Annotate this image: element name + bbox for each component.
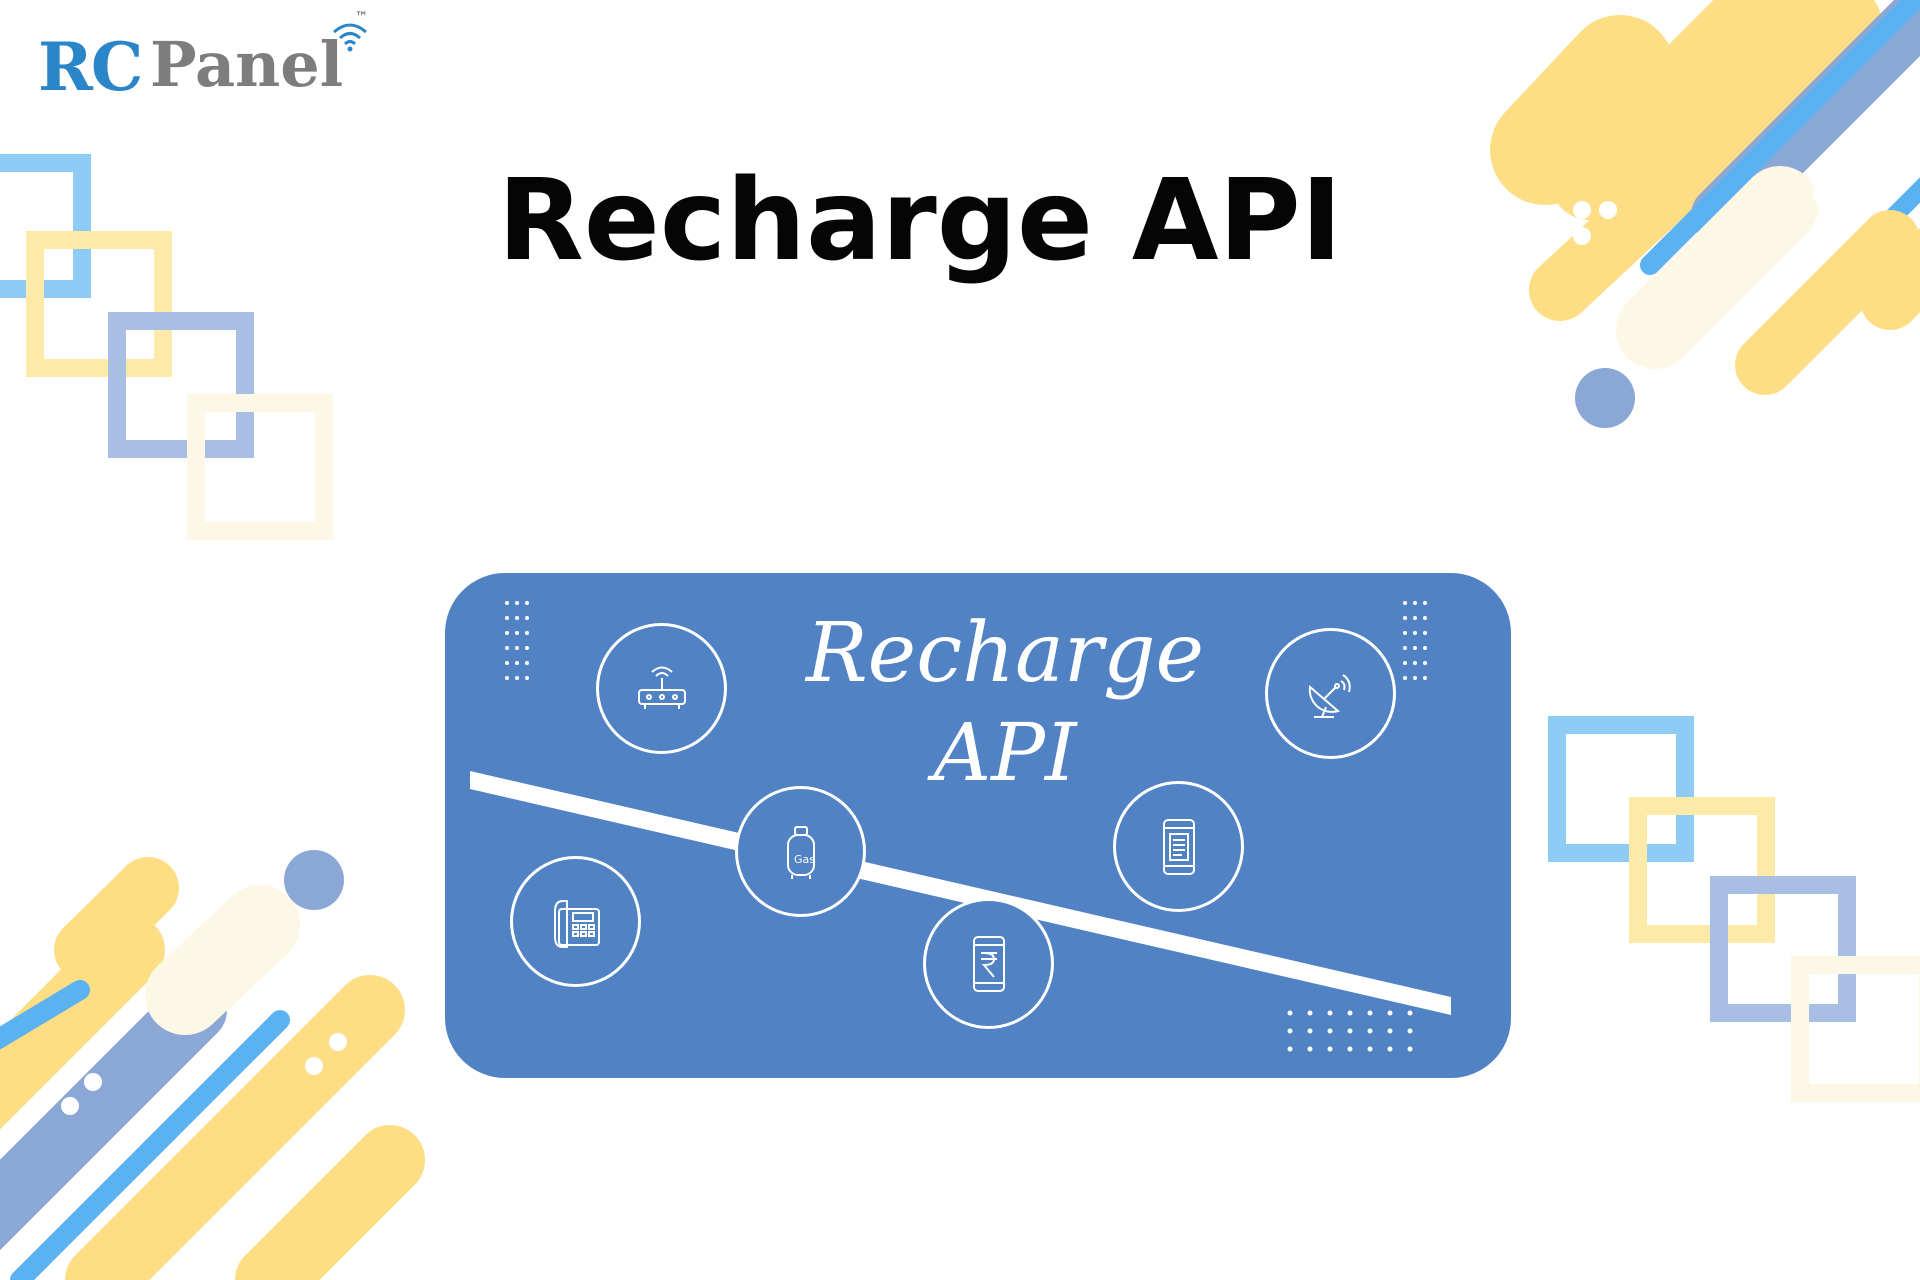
squares-right-decor bbox=[1548, 716, 1920, 1102]
service-landline[interactable] bbox=[510, 856, 641, 987]
router-icon bbox=[637, 666, 686, 709]
dot-grid-top-right-decor bbox=[1403, 601, 1427, 680]
gas-label: Gas bbox=[794, 853, 815, 866]
wifi-icon bbox=[333, 23, 367, 52]
rcpanel-logo[interactable]: RC Panel ™ bbox=[30, 10, 375, 110]
streaks-bottom-left-decor bbox=[0, 857, 425, 1280]
service-mobile-recharge[interactable] bbox=[923, 898, 1054, 1029]
streaks-top-right-decor bbox=[1490, 0, 1920, 395]
page-title: Recharge API bbox=[497, 156, 1343, 286]
banner-decor-lines bbox=[470, 601, 1451, 1052]
dot-bottom-left-decor bbox=[284, 850, 344, 910]
dot-grid-bottom-right-decor bbox=[1287, 1010, 1413, 1052]
logo-rc-text: RC bbox=[38, 28, 143, 106]
logo-panel-text: Panel bbox=[150, 28, 344, 101]
landline-phone-icon bbox=[553, 899, 600, 948]
recharge-api-banner: Recharge API bbox=[445, 573, 1511, 1078]
banner-title-recharge: Recharge bbox=[805, 606, 1205, 701]
service-gas[interactable]: Gas bbox=[735, 786, 866, 917]
banner-title-api: API bbox=[933, 706, 1077, 799]
service-bill-payment[interactable] bbox=[1113, 781, 1244, 912]
service-broadband[interactable] bbox=[596, 623, 727, 754]
satellite-dish-icon bbox=[1308, 673, 1351, 718]
mobile-bill-icon bbox=[1162, 818, 1195, 875]
mobile-rupee-icon bbox=[972, 935, 1005, 992]
service-dth[interactable] bbox=[1265, 628, 1396, 759]
gas-cylinder-icon bbox=[786, 825, 815, 879]
squares-top-left-decor bbox=[0, 154, 333, 540]
dot-top-right-decor bbox=[1575, 368, 1635, 428]
dot-grid-top-left-decor bbox=[505, 601, 529, 680]
trademark-symbol: ™ bbox=[355, 10, 368, 25]
